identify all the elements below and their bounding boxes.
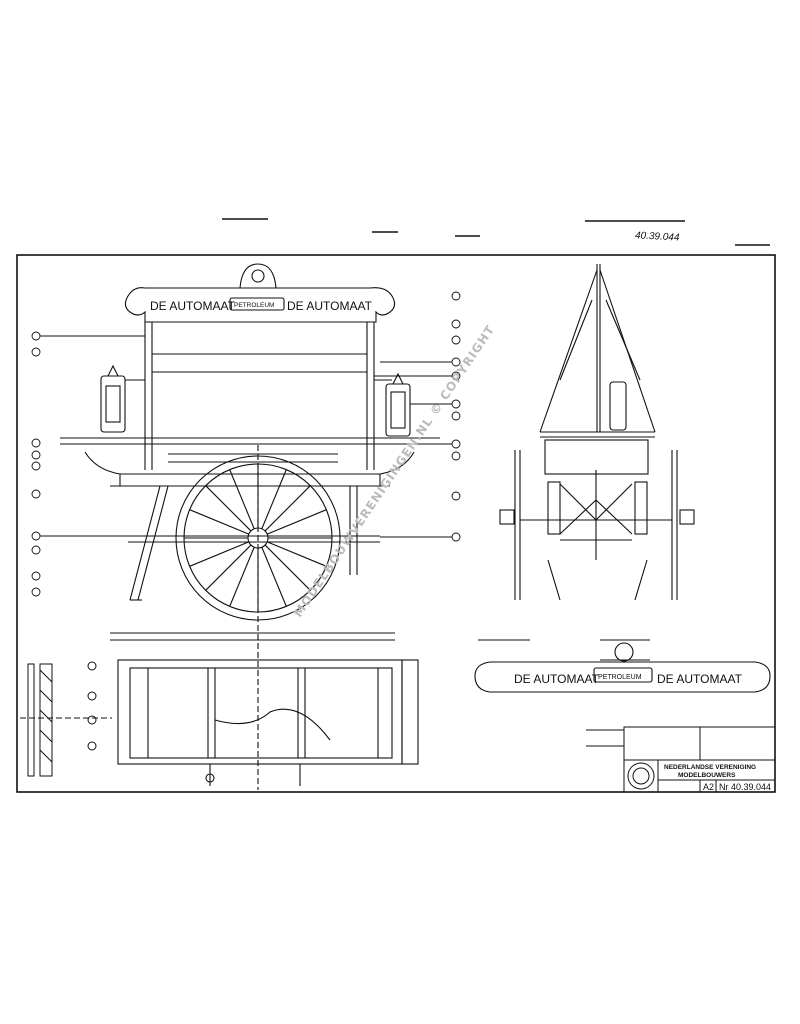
header-strokes [222,218,770,246]
wheel-spoke [267,541,327,567]
wheel-spoke [267,509,327,535]
title-organisation-line2: MODELBOUWERS [678,772,736,779]
plan-signboard-frame [474,639,771,693]
signboard-center-text: PETROLEUM [234,302,274,309]
wheel-spoke [189,541,249,567]
wheel-spoke [229,547,255,607]
wheel-spoke [205,485,252,532]
sheet-mark: 40.39.044 [635,230,680,243]
side-elevation [499,264,695,601]
signboard-left-text: DE AUTOMAAT [150,299,236,313]
wheel-spoke [261,547,287,607]
wheel-spoke [264,485,311,532]
copyright-watermark: MODELBOUWVERENIGINGEN.NL © COPYRIGHT [291,322,498,619]
front-elevation [40,263,452,625]
plan-signboard-left-text: DE AUTOMAAT [514,672,600,686]
plan-view [20,625,419,790]
wheel-spoke [205,544,252,591]
wheel-spoke [229,469,255,529]
plan-signboard-center-text: PETROLEUM [598,674,642,681]
title-organisation-line1: NEDERLANDSE VERENIGING [664,764,756,771]
drawing-frame [16,254,776,793]
detail-section [27,661,97,777]
title-sheet-size: A2 [703,782,714,792]
title-block [586,726,776,793]
plan-signboard-right-text: DE AUTOMAAT [657,672,743,686]
callout-balloons [31,291,461,597]
wheel-spoke [264,544,311,591]
title-drawing-number: Nr 40.39.044 [719,782,771,792]
wheel-spoke [261,469,287,529]
wheel-spoke [189,509,249,535]
signboard-right-text: DE AUTOMAAT [287,299,373,313]
